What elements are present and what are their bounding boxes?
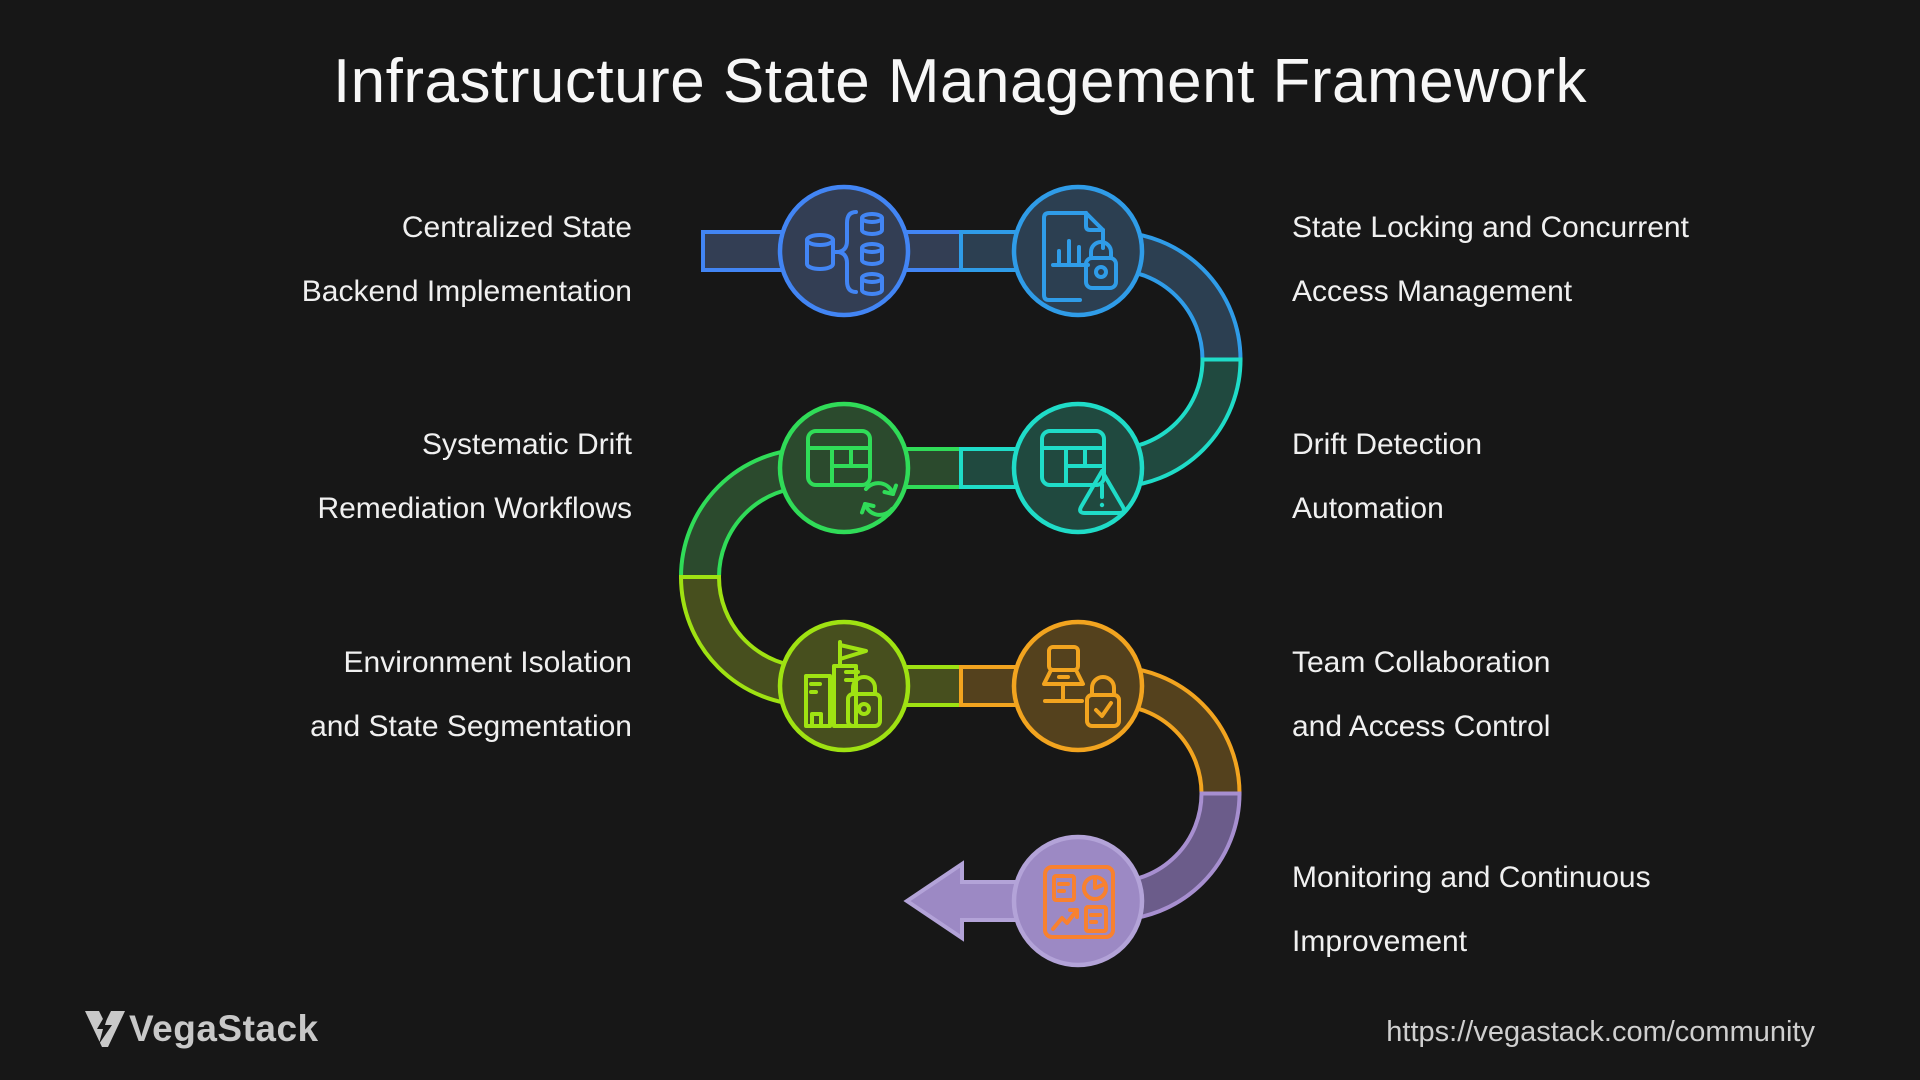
vegastack-v-icon — [85, 1011, 125, 1047]
label-line: Monitoring and Continuous — [1292, 861, 1651, 894]
city-lock-icon — [804, 640, 882, 728]
label-step-2: State Locking and Concurrent Access Mana… — [1292, 196, 1689, 324]
label-line: Centralized State — [401, 211, 632, 244]
label-line: Backend Implementation — [301, 275, 632, 308]
node-circle-5 — [777, 619, 911, 753]
label-step-3: Drift Detection Automation — [1292, 413, 1482, 541]
label-step-6: Team Collaboration and Access Control — [1292, 631, 1550, 759]
label-line: State Locking and Concurrent — [1292, 211, 1689, 244]
label-step-1: Centralized State Backend Implementation — [302, 196, 632, 324]
label-line: Environment Isolation — [343, 646, 633, 679]
table-alert-icon — [1040, 429, 1126, 515]
document-lock-icon — [1042, 211, 1118, 302]
label-step-5: Environment Isolation and State Segmenta… — [310, 631, 632, 759]
label-line: Team Collaboration — [1292, 646, 1551, 679]
pipe-curves — [678, 229, 1243, 923]
database-replication-icon — [805, 210, 884, 296]
dashboard-icon — [1043, 865, 1115, 939]
node-circles — [777, 184, 1145, 968]
label-step-4: Systematic Drift Remediation Workflows — [317, 413, 632, 541]
label-line: and Access Control — [1292, 710, 1551, 743]
label-line: Systematic Drift — [421, 428, 632, 461]
label-line: Remediation Workflows — [317, 492, 632, 525]
table-refresh-icon — [806, 429, 898, 517]
label-line: and State Segmentation — [310, 710, 632, 743]
workstation-lock-icon — [1042, 645, 1121, 728]
community-url: https://vegastack.com/community — [1386, 1016, 1815, 1048]
page-title: Infrastructure State Management Framewor… — [332, 47, 1588, 116]
brand-logo: VegaStack — [84, 1008, 319, 1050]
brand-name: VegaStack — [129, 1008, 319, 1049]
label-line: Access Management — [1292, 275, 1573, 308]
node-circle-7 — [1011, 834, 1145, 968]
pipe-bands — [701, 230, 1080, 942]
label-line: Drift Detection — [1292, 428, 1483, 461]
label-step-7: Monitoring and Continuous Improvement — [1292, 846, 1651, 974]
label-line: Improvement — [1292, 925, 1468, 958]
label-line: Automation — [1292, 492, 1444, 525]
